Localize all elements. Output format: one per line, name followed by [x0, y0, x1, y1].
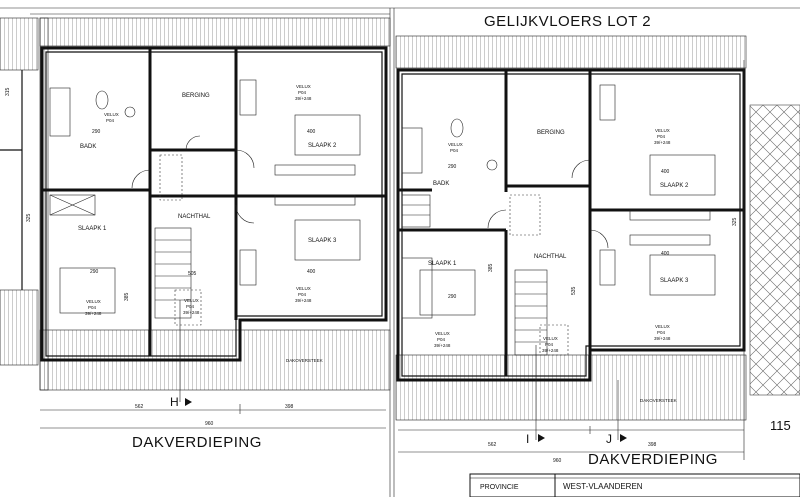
dim-left-400b: 400	[307, 269, 316, 275]
dim-right-seg2: 398	[648, 442, 657, 448]
svg-text:39/+248: 39/+248	[295, 96, 312, 101]
svg-text:VELUX: VELUX	[435, 331, 450, 336]
dim-left-seg1: 562	[135, 404, 144, 410]
velux-tag-9: VELUX P04	[448, 142, 463, 153]
roof-top-left	[39, 17, 391, 47]
velux-tag-5: VELUX P04 39/+248	[654, 128, 671, 145]
section-mark-j: J	[606, 432, 612, 446]
svg-text:VELUX: VELUX	[655, 324, 670, 329]
dim-right-385: 385	[488, 263, 494, 272]
velux-tag-2: VELUX P04 39/+248	[295, 286, 312, 303]
svg-text:P04: P04	[298, 90, 307, 95]
section-lines	[179, 300, 619, 440]
room-badk-left: BADK	[80, 144, 96, 150]
svg-text:VELUX: VELUX	[296, 84, 311, 89]
svg-text:39/+248: 39/+248	[85, 311, 102, 316]
dim-right-290b: 290	[448, 294, 457, 300]
bed-r-slaapk3	[649, 254, 716, 296]
dim-right-400a: 400	[661, 169, 670, 175]
dim-left-290a: 290	[92, 129, 101, 135]
bed-r-slaapk2	[649, 154, 716, 196]
dim-left-315: 315	[5, 87, 11, 96]
velux-tag-10: VELUX P04	[104, 112, 119, 123]
svg-text:VELUX: VELUX	[184, 298, 199, 303]
svg-text:P04: P04	[298, 292, 307, 297]
svg-text:39/+248: 39/+248	[434, 343, 451, 348]
plan-right	[395, 35, 747, 460]
svg-text:P04: P04	[88, 305, 97, 310]
section-mark-h: H	[170, 395, 179, 409]
room-nachthal-left: NACHTHAL	[178, 214, 211, 220]
roof-bottom-right	[395, 354, 747, 421]
roof-top-right	[395, 35, 747, 69]
svg-text:VELUX: VELUX	[448, 142, 463, 147]
dim-right-seg1: 562	[488, 442, 497, 448]
dim-right-290a: 290	[448, 164, 457, 170]
svg-text:39/+248: 39/+248	[542, 348, 559, 353]
dim-right-325: 325	[732, 217, 738, 226]
info-label: PROVINCIE	[480, 484, 519, 491]
dim-right-overall: 960	[553, 458, 562, 464]
velux-tag-6: VELUX P04 39/+248	[654, 324, 671, 341]
top-strip	[0, 7, 800, 497]
svg-text:39/+248: 39/+248	[183, 310, 200, 315]
svg-text:VELUX: VELUX	[104, 112, 119, 117]
svg-text:P04: P04	[450, 148, 459, 153]
svg-text:39/+248: 39/+248	[654, 140, 671, 145]
dim-left-385: 385	[124, 292, 130, 301]
room-slaapk2-left: SLAAPK 2	[308, 143, 337, 149]
svg-text:39/+248: 39/+248	[295, 298, 312, 303]
room-slaapk1-right: SLAAPK 1	[428, 261, 457, 267]
dim-left-505: 505	[188, 271, 197, 277]
info-table: PROVINCIE WEST-VLAANDEREN	[469, 473, 800, 497]
neighbour-left	[0, 17, 39, 366]
velux-tag-3: VELUX P04 39/+248	[295, 84, 312, 101]
svg-text:P04: P04	[657, 330, 666, 335]
svg-text:VELUX: VELUX	[296, 286, 311, 291]
title-dakverdieping-right: DAKVERDIEPING	[588, 451, 718, 468]
dim-left-seg2: 398	[285, 404, 294, 410]
velux-tag-1: VELUX P04 39/+248	[85, 299, 102, 316]
svg-text:VELUX: VELUX	[543, 336, 558, 341]
room-dakoversteek-right: DAKOVERSTEEK	[640, 398, 677, 403]
room-slaapk1-left: SLAAPK 1	[78, 226, 107, 232]
dim-left-290b: 290	[90, 269, 99, 275]
svg-text:39/+248: 39/+248	[654, 336, 671, 341]
bed-slaapk2	[294, 114, 361, 156]
dim-left-overall: 960	[205, 421, 214, 427]
edge-number: 115	[770, 418, 791, 433]
svg-text:VELUX: VELUX	[86, 299, 101, 304]
title-gelijkvloers: GELIJKVLOERS LOT 2	[484, 13, 651, 30]
bed-slaapk1	[59, 267, 116, 314]
svg-text:P04: P04	[437, 337, 446, 342]
svg-text:P04: P04	[106, 118, 115, 123]
svg-text:P04: P04	[545, 342, 554, 347]
velux-tag-7: VELUX P04 39/+248	[434, 331, 451, 348]
dim-right-535: 535	[571, 286, 577, 295]
plan-left	[39, 17, 391, 429]
svg-text:P04: P04	[657, 134, 666, 139]
svg-text:P04: P04	[186, 304, 195, 309]
dim-left-325: 325	[26, 213, 32, 222]
title-dakverdieping-left: DAKVERDIEPING	[132, 434, 262, 451]
room-slaapk2-right: SLAAPK 2	[660, 183, 689, 189]
dim-left-400a: 400	[307, 129, 316, 135]
room-dakoversteek-left: DAKOVERSTEEK	[286, 358, 323, 363]
room-berging-left: BERGING	[182, 93, 210, 99]
room-nachthal-right: NACHTHAL	[534, 254, 567, 260]
room-berging-right: BERGING	[537, 130, 565, 136]
bed-slaapk3	[294, 219, 361, 261]
info-value: WEST-VLAANDEREN	[563, 482, 643, 491]
svg-text:VELUX: VELUX	[655, 128, 670, 133]
room-badk-right: BADK	[433, 181, 449, 187]
room-slaapk3-right: SLAAPK 3	[660, 278, 689, 284]
room-slaapk3-left: SLAAPK 3	[308, 238, 337, 244]
velux-tag-8: VELUX P04 39/+248	[542, 336, 559, 353]
bed-r-slaapk1	[419, 269, 476, 316]
neighbour-right	[749, 104, 800, 396]
dim-right-400b: 400	[661, 251, 670, 257]
section-mark-i: I	[526, 432, 529, 446]
velux-tag-4: VELUX P04 39/+248	[183, 298, 200, 315]
